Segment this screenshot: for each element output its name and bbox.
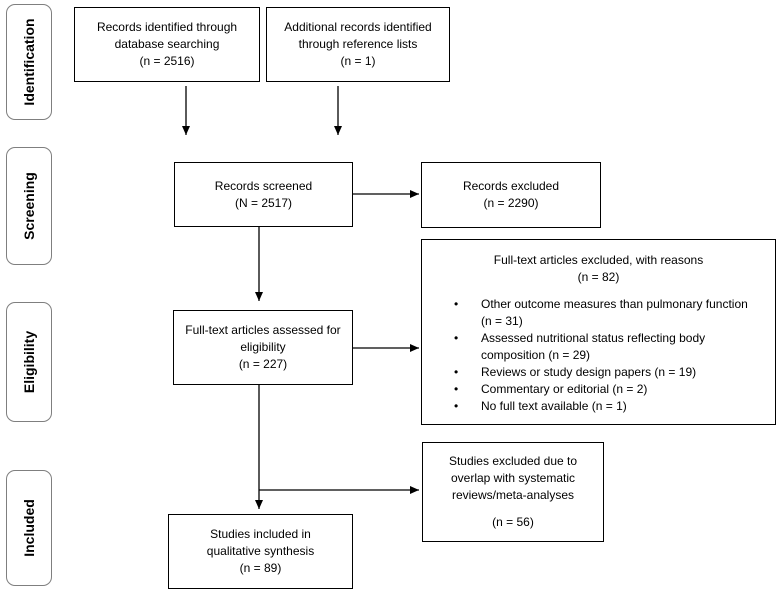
overlap-excluded-count: (n = 56) [492,515,534,529]
records-database-line1: Records identified through [96,20,238,34]
overlap-excluded-box: Studies excluded due to overlap with sys… [422,442,604,542]
exclusion-reason-item: • No full text available (n = 1) [422,398,775,415]
overlap-excluded-line2: overlap with systematic [450,471,576,485]
records-database-box: Records identified through database sear… [74,7,260,82]
records-database-line2: database searching [114,37,220,51]
exclusion-reason-count: composition (n = 29) [481,348,591,362]
bullet-icon: • [454,297,459,311]
bullet-icon: • [454,365,459,379]
studies-included-box: Studies included in qualitative synthesi… [168,514,353,589]
exclusion-reason-count: (n = 31) [481,314,523,328]
fulltext-excluded-title: Full-text articles excluded, with reason… [493,253,704,267]
records-screened-label: Records screened [214,178,313,193]
fulltext-excluded-header: Full-text articles excluded, with reason… [422,240,775,286]
records-excluded-count: (n = 2290) [483,196,539,210]
overlap-excluded-line1: Studies excluded due to [448,454,578,468]
exclusion-reason-item: • Assessed nutritional status reflecting… [422,330,775,364]
studies-included-line1: Studies included in [210,527,311,541]
overlap-excluded-line3: reviews/meta-analyses [451,488,575,502]
records-references-box: Additional records identified through re… [266,7,450,82]
fulltext-assessed-line2: eligibility [240,340,286,354]
studies-included-line2: qualitative synthesis [206,544,315,558]
exclusion-reason-text: Assessed nutritional status reflecting b… [481,331,706,345]
bullet-icon: • [454,382,459,396]
records-references-count: (n = 1) [340,54,376,68]
bullet-icon: • [454,331,459,345]
exclusion-reason-text: Other outcome measures than pulmonary fu… [481,297,748,311]
fulltext-assessed-line1: Full-text articles assessed for [185,323,341,337]
bullet-icon: • [454,399,459,413]
exclusion-reason-text: Reviews or study design papers (n = 19) [481,365,697,379]
records-screened-box: Records screened (N = 2517) [174,162,353,227]
records-references-line1: Additional records identified [284,20,432,34]
stage-label-identification: Identification [6,4,52,120]
fulltext-excluded-box: Full-text articles excluded, with reason… [421,239,776,425]
records-database-count: (n = 2516) [139,54,195,68]
fulltext-assessed-count: (n = 227) [238,357,288,371]
studies-included-count: (n = 89) [239,561,282,575]
stage-label-included: Included [6,470,52,586]
exclusion-reasons-list: • Other outcome measures than pulmonary … [422,296,775,415]
fulltext-excluded-count: (n = 82) [577,270,620,284]
exclusion-reason-item: • Other outcome measures than pulmonary … [422,296,775,330]
records-excluded-box: Records excluded (n = 2290) [421,162,601,228]
exclusion-reason-text: No full text available (n = 1) [481,399,627,413]
records-references-line2: through reference lists [298,37,418,51]
stage-label-eligibility: Eligibility [6,302,52,422]
exclusion-reason-text: Commentary or editorial (n = 2) [481,382,648,396]
records-excluded-label: Records excluded [462,179,560,193]
exclusion-reason-item: • Commentary or editorial (n = 2) [422,381,775,398]
stage-label-screening: Screening [6,147,52,265]
fulltext-assessed-box: Full-text articles assessed for eligibil… [173,310,353,385]
exclusion-reason-item: • Reviews or study design papers (n = 19… [422,364,775,381]
records-screened-count: (N = 2517) [234,195,293,210]
